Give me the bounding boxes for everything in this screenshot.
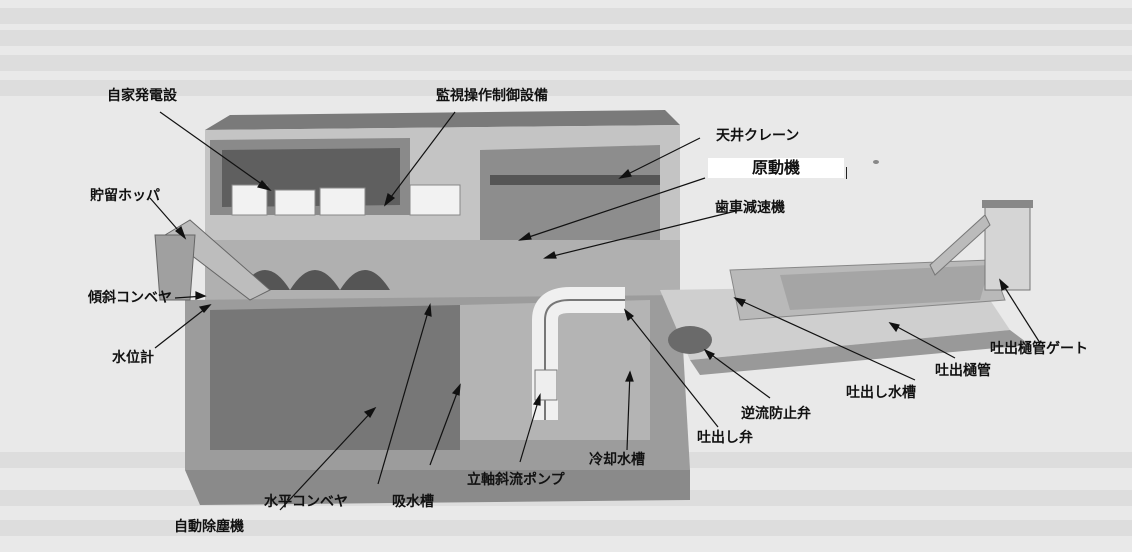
background-text-line — [0, 55, 1132, 71]
label-monitoring-control: 監視操作制御設備 — [436, 88, 548, 104]
background-text-line — [0, 520, 1132, 536]
label-cooling-water-tank: 冷却水槽 — [589, 452, 645, 468]
background-text-line — [0, 80, 1132, 96]
background-text-line — [0, 8, 1132, 24]
text-cursor — [846, 167, 847, 179]
label-inclined-conveyor: 傾斜コンベヤ — [88, 290, 172, 306]
label-storage-hopper: 貯留ホッパ — [90, 188, 160, 204]
background-text-line — [0, 30, 1132, 46]
label-prime-mover: 原動機 — [708, 158, 844, 178]
label-check-valve: 逆流防止弁 — [741, 406, 811, 422]
label-private-power: 自家発電設 — [107, 88, 177, 104]
label-horizontal-conveyor: 水平コンベヤ — [264, 494, 348, 510]
label-discharge-water-tank: 吐出し水槽 — [846, 385, 916, 401]
label-sluice-gate: 吐出樋管ゲート — [990, 341, 1088, 357]
label-water-level-gauge: 水位計 — [112, 350, 154, 366]
label-discharge-sluice: 吐出樋管 — [935, 363, 991, 379]
label-vertical-mixed-flow-pump: 立軸斜流ポンプ — [467, 472, 565, 488]
label-overhead-crane: 天井クレーン — [716, 128, 800, 144]
label-gear-reducer: 歯車減速機 — [715, 200, 785, 216]
scan-speck — [873, 160, 879, 164]
label-suction-tank: 吸水槽 — [392, 494, 434, 510]
label-discharge-valve: 吐出し弁 — [697, 430, 753, 446]
leader-lines — [149, 111, 1041, 511]
label-auto-screen-cleaner: 自動除塵機 — [174, 519, 244, 535]
